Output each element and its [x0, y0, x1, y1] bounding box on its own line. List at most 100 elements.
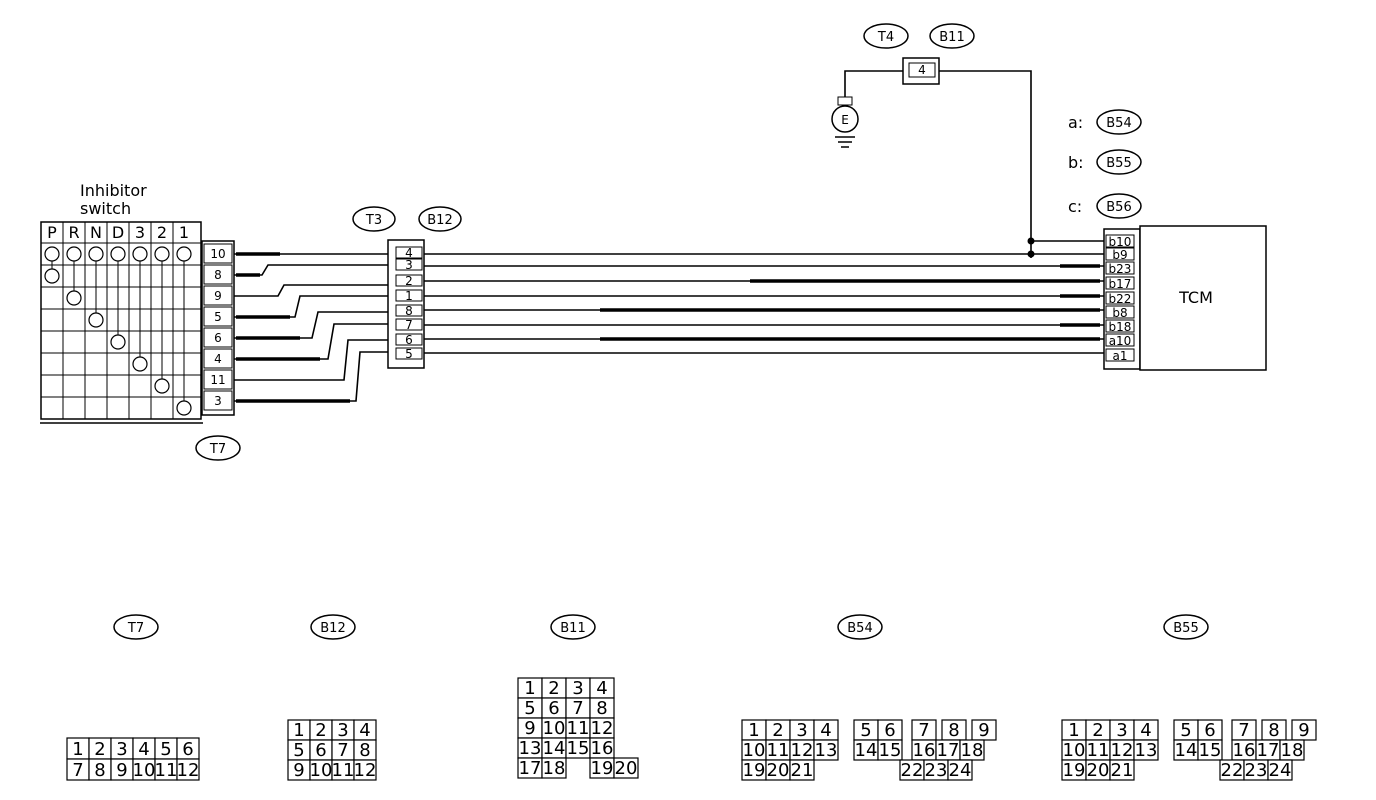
connector-pin-label: 12 [1111, 740, 1134, 761]
inhibitor-switch: Inhibitor switch P R N D 3 2 1 10 8 9 5 … [40, 181, 241, 461]
connector-pin-cell: 3 [331, 719, 355, 741]
connector-pin-cell: 12 [353, 759, 377, 781]
connector-pin-label: 6 [182, 739, 193, 760]
connector-pin-cell: 8 [589, 697, 615, 719]
connector-pin-cell: 12 [176, 758, 200, 781]
position-n: N [90, 223, 102, 242]
connector-pin-cell: 4 [589, 677, 615, 699]
connector-pin-label: 16 [591, 738, 614, 759]
switch-contact [132, 356, 148, 372]
connector-pin-cell: 2 [88, 737, 112, 760]
connector-pin-label: 11 [155, 760, 178, 781]
legend-key-a: a: [1068, 113, 1083, 132]
connector-pin-cell: 14 [541, 737, 567, 759]
tcm-legend: a: B54 b: B55 c: B56 [1068, 109, 1142, 219]
connector-pin-label: 2 [548, 678, 559, 699]
connector-pin-cell: 5 [517, 697, 543, 719]
switch-contact [110, 334, 126, 350]
connector-pin-cell: 9 [110, 758, 134, 781]
legend-tag-b56: B56 [1106, 200, 1131, 215]
connector-pin-cell: 4 [1133, 719, 1159, 741]
connector-pin-cell: 20 [765, 759, 791, 781]
inhibitor-position-grid [40, 221, 203, 424]
switch-contact [66, 246, 82, 262]
connector-pin-cell: 14 [1173, 739, 1199, 761]
mid-pin: 3 [405, 258, 413, 272]
connector-pin-cell: 5 [154, 737, 178, 760]
connector-pin-label: 1 [748, 720, 759, 741]
connector-pin-label: 15 [1199, 740, 1222, 761]
connector-pin-cell: 15 [1197, 739, 1223, 761]
connector-pin-cell: 1 [66, 737, 90, 760]
ground-symbol-label: E [841, 113, 849, 127]
connector-pin-label: 3 [1116, 720, 1127, 741]
connector-pin-cell: 7 [331, 739, 355, 761]
tcm-pin: b8 [1112, 306, 1127, 320]
inhibitor-title-line1: Inhibitor [80, 181, 147, 200]
connector-pin-cell: 17 [935, 739, 961, 761]
inhibitor-position-labels: P R N D 3 2 1 [47, 223, 189, 242]
switch-contact [154, 378, 170, 394]
connector-pin-cell: 20 [1085, 759, 1111, 781]
connector-pin-label: 8 [94, 760, 105, 781]
connector-view-tag: B54 [847, 621, 872, 636]
wire-highlights-long [600, 264, 1100, 341]
connector-pin-label: 6 [548, 698, 559, 719]
connector-pin-cell: 13 [813, 739, 839, 761]
connector-pin-label: 22 [1221, 760, 1244, 781]
connector-pin-cell: 19 [1061, 759, 1087, 781]
mid-pin: 5 [405, 347, 413, 361]
connector-pin-cell: 18 [1279, 739, 1305, 761]
connector-pin-cell: 9 [517, 717, 543, 739]
inhibitor-pin: 5 [214, 310, 222, 324]
connector-pin-cell: 4 [813, 719, 839, 741]
connector-pin-label: 12 [354, 760, 377, 781]
connector-pin-cell: 3 [1109, 719, 1135, 741]
connector-pin-cell: 19 [741, 759, 767, 781]
connector-pin-cell: 21 [1109, 759, 1135, 781]
tcm-module: a: B54 b: B55 c: B56 TCM b10 b9 b23 b17 … [1068, 109, 1267, 371]
connector-pin-label: 10 [310, 760, 333, 781]
connector-pin-label: 15 [567, 738, 590, 759]
connector-pin-label: 5 [524, 698, 535, 719]
connector-pin-label: 13 [1135, 740, 1158, 761]
inhibitor-connector-pins: 10 8 9 5 6 4 11 3 [203, 243, 233, 411]
switch-contact [88, 246, 104, 262]
connector-pin-cell: 22 [1219, 759, 1245, 781]
svg-text:B11: B11 [939, 30, 964, 45]
connector-pin-cell: 24 [947, 759, 973, 781]
connector-pin-label: 16 [913, 740, 936, 761]
connector-pin-cell: 20 [613, 757, 639, 779]
connector-pin-label: 7 [1238, 720, 1249, 741]
connector-pin-cell: 11 [154, 758, 178, 781]
mid-pin: 6 [405, 333, 413, 347]
connector-pin-cell: 6 [176, 737, 200, 760]
connector-pin-cell: 21 [789, 759, 815, 781]
connector-pin-label: 3 [572, 678, 583, 699]
connector-pin-cell: 3 [565, 677, 591, 699]
connector-pin-label: 12 [177, 760, 200, 781]
svg-text:B12: B12 [427, 213, 452, 228]
switch-contact [132, 246, 148, 262]
connector-pin-cell: 22 [899, 759, 925, 781]
connector-pin-label: 11 [767, 740, 790, 761]
connector-pin-label: 9 [978, 720, 989, 741]
wire-highlights [236, 252, 350, 403]
connector-pin-cell: 10 [1061, 739, 1087, 761]
connector-pin-cell: 9 [971, 719, 997, 741]
connector-pin-cell: 13 [517, 737, 543, 759]
connector-pin-label: 6 [315, 740, 326, 761]
connector-pin-label: 4 [1140, 720, 1151, 741]
connector-pin-cell: 1 [287, 719, 311, 741]
connector-pin-cell: 23 [1243, 759, 1269, 781]
connector-pin-cell: 13 [1133, 739, 1159, 761]
connector-pin-cell: 3 [110, 737, 134, 760]
connector-pin-label: 7 [72, 760, 83, 781]
